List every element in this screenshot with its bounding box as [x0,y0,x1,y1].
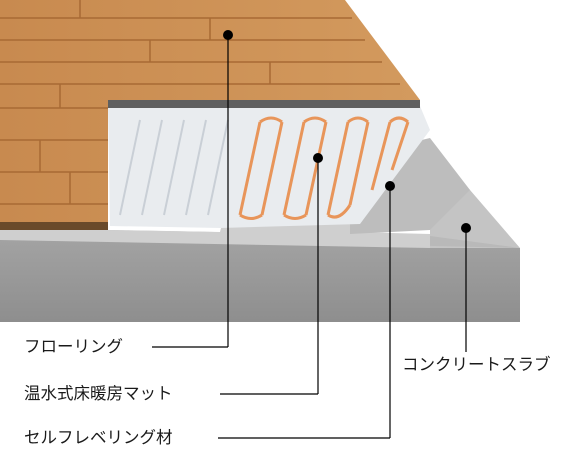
label-flooring: フローリング [24,337,123,356]
mat-grooves [119,119,229,216]
leader-dot-icon [313,153,323,163]
leader-dots [223,30,471,233]
leader-lines [152,35,467,439]
leader-dot-icon [223,30,233,40]
leader-dot-icon [461,223,471,233]
leader-dot-icon [385,181,395,191]
label-self-leveling: セルフレベリング材 [24,428,173,447]
flooring-layer [0,0,420,230]
heating-mat [108,106,430,228]
heating-pipes [238,116,410,220]
label-heating-mat: 温水式床暖房マット [24,384,173,403]
label-concrete-slab: コンクリートスラブ [402,355,551,374]
